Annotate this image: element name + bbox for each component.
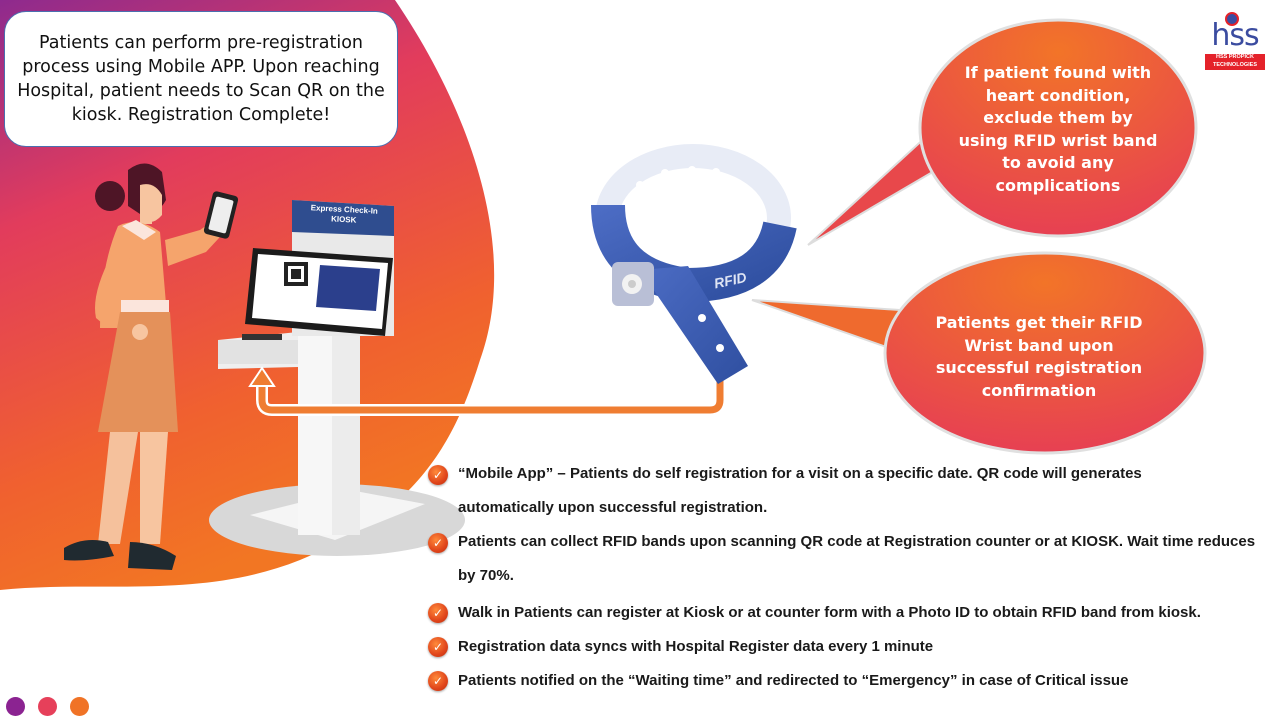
wristband-label: RFID [713, 269, 748, 291]
logo-band-line1: HSS PROPICK [1216, 54, 1254, 60]
bullet-text: Registration data syncs with Hospital Re… [458, 638, 934, 655]
bullet-text: “Mobile App” – Patients do self registra… [458, 465, 1142, 516]
bullet-text: Patients notified on the “Waiting time” … [458, 672, 1129, 689]
logo-emblem-icon [1225, 12, 1239, 26]
list-item: ✓ Patients can collect RFID bands upon s… [428, 533, 1278, 604]
top-callout-text: Patients can perform pre-registration pr… [17, 33, 385, 125]
check-circle-icon: ✓ [428, 637, 448, 657]
bullet-text: Patients can collect RFID bands upon sca… [458, 533, 1256, 584]
logo-mark: hss [1211, 18, 1259, 53]
logo-band: HSS PROPICK TECHNOLOGIES [1205, 54, 1265, 70]
list-item: ✓ Registration data syncs with Hospital … [428, 637, 1278, 672]
check-circle-icon: ✓ [428, 603, 448, 623]
dot-pink [38, 697, 57, 716]
dot-purple [6, 697, 25, 716]
rfid-wristband-image: RFID [591, 144, 797, 384]
check-circle-icon: ✓ [428, 671, 448, 691]
list-item: ✓ Patients notified on the “Waiting time… [428, 671, 1278, 706]
speech-bubble-2 [751, 251, 1207, 455]
bullet-text: Walk in Patients can register at Kiosk o… [458, 604, 1201, 621]
check-circle-icon: ✓ [428, 465, 448, 485]
list-item: ✓ “Mobile App” – Patients do self regist… [428, 465, 1278, 534]
bubble-1-text: If patient found with heart condition, e… [958, 63, 1158, 195]
return-arrow-icon [248, 366, 726, 416]
hss-logo: hss HSS PROPICK TECHNOLOGIES [1203, 10, 1267, 72]
dot-orange [70, 697, 89, 716]
bubble-2-text: Patients get their RFID Wrist band upon … [935, 313, 1143, 400]
feature-bullet-list: ✓ “Mobile App” – Patients do self regist… [428, 465, 1278, 706]
list-item: ✓ Walk in Patients can register at Kiosk… [428, 603, 1278, 638]
logo-band-line2: TECHNOLOGIES [1212, 61, 1257, 68]
woman-illustration [64, 163, 239, 570]
kiosk-illustration [209, 200, 465, 556]
slide-dots [6, 697, 89, 716]
top-callout-box: Patients can perform pre-registration pr… [4, 11, 398, 147]
speech-bubble-1 [807, 18, 1198, 246]
check-circle-icon: ✓ [428, 533, 448, 553]
